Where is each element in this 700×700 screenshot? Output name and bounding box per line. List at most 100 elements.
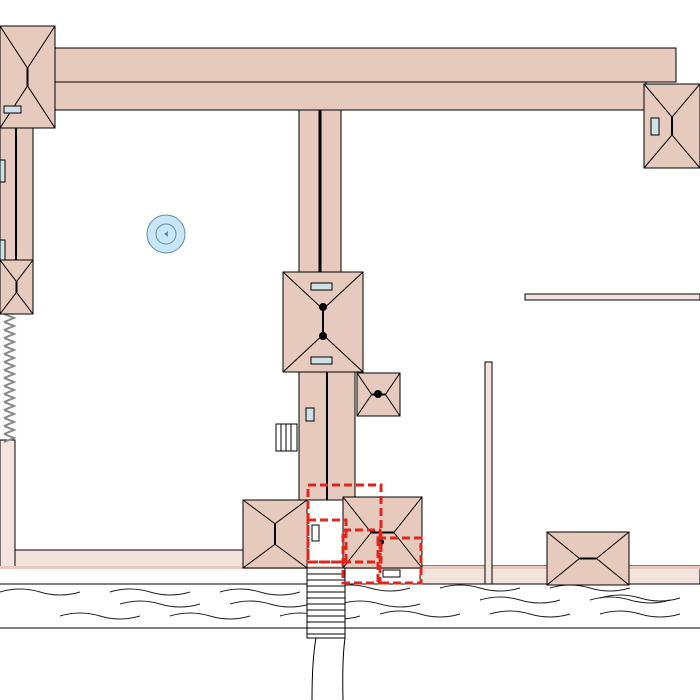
pillar-ridge xyxy=(322,271,364,310)
pillar-ridge xyxy=(546,531,580,559)
pillar-ridge xyxy=(384,372,401,395)
pillar-pin xyxy=(374,390,382,398)
spring-coil xyxy=(3,425,17,435)
wave-line xyxy=(549,584,631,592)
interior-wall-vertical xyxy=(484,361,493,585)
spring-coil xyxy=(3,345,17,355)
pillar-center-large[interactable] xyxy=(282,271,364,373)
spring-coil xyxy=(3,321,17,331)
pillar-ridge xyxy=(282,271,324,310)
top-wall-inner xyxy=(51,81,647,111)
interior-wall-horizontal xyxy=(524,293,700,301)
left-wall-lower xyxy=(0,439,16,569)
wave-line xyxy=(169,612,251,620)
wave-line xyxy=(439,584,521,592)
pillar-bottom-far-right[interactable] xyxy=(546,531,630,586)
spring-coil xyxy=(3,329,17,339)
pillar-ridge xyxy=(342,496,372,533)
spring-coil xyxy=(3,377,17,387)
pillar-ridge xyxy=(596,531,630,559)
pillar-left-wall-end[interactable] xyxy=(0,259,34,315)
circular-target-icon[interactable] xyxy=(146,214,186,254)
top-wall-outer xyxy=(51,47,677,83)
pillar-slot xyxy=(310,356,333,365)
selection-highlights xyxy=(306,483,423,585)
spring-coil xyxy=(3,393,17,403)
water-channel xyxy=(0,583,700,629)
stair-ramp xyxy=(311,637,346,700)
pillar-ridge xyxy=(242,499,276,525)
spring-coil xyxy=(3,385,17,395)
pillar-pin xyxy=(319,332,327,340)
wave-line xyxy=(119,600,201,608)
wave-line xyxy=(339,600,421,608)
pillar-pin xyxy=(319,303,327,311)
pillar-ridge xyxy=(27,25,56,69)
pillar-slot xyxy=(310,282,333,291)
spring-coil xyxy=(3,417,17,427)
wave-line xyxy=(59,612,141,620)
pillar-bottom-left[interactable] xyxy=(242,499,308,569)
wave-line xyxy=(109,588,191,596)
pillar-ridge xyxy=(671,134,700,169)
pillar-ridge xyxy=(0,259,17,283)
pillar-ridge xyxy=(282,334,324,373)
pillar-slot xyxy=(650,117,660,136)
wave-line xyxy=(489,610,571,618)
pillar-ridge xyxy=(356,394,373,417)
spring-coil xyxy=(3,313,17,323)
pillar-ridge xyxy=(596,558,630,586)
wave-line xyxy=(599,594,681,602)
pillar-ridge xyxy=(393,532,423,569)
selection-box xyxy=(306,518,348,564)
pillar-slot xyxy=(3,105,22,114)
pillar-ridge xyxy=(546,558,580,586)
water-waves xyxy=(0,584,681,620)
pillar-ridge xyxy=(16,259,34,283)
pillar-ridge xyxy=(16,291,34,315)
pillar-slot xyxy=(382,569,401,578)
pillar-ridge xyxy=(643,134,673,169)
pillar-ridge xyxy=(643,83,673,118)
spring-coil xyxy=(3,369,17,379)
selection-box xyxy=(341,528,382,585)
pillar-ridge xyxy=(384,394,401,417)
spring-coil xyxy=(3,401,17,411)
spring-coil xyxy=(3,433,17,443)
pillar-ridge xyxy=(274,543,308,569)
left-wall-slot-lower xyxy=(0,239,6,263)
wave-line xyxy=(599,610,681,618)
pillar-ridge xyxy=(242,543,276,569)
wave-line xyxy=(219,588,301,596)
wave-line xyxy=(379,610,461,618)
pillar-top-right[interactable] xyxy=(643,83,700,169)
pillar-ridge xyxy=(671,83,700,118)
corridor-slot xyxy=(305,407,315,422)
marker-center xyxy=(164,231,168,237)
bottom-wall-left xyxy=(14,549,245,569)
pillar-center-small[interactable] xyxy=(356,372,401,417)
coil-spring-icon xyxy=(3,313,17,443)
left-wall-slot-upper xyxy=(0,159,6,183)
staircase-icon xyxy=(306,567,346,700)
pillar-ridge xyxy=(0,291,17,315)
pillar-ridge xyxy=(27,85,56,129)
spring-coil xyxy=(3,409,17,419)
pillar-slot xyxy=(311,524,320,542)
selection-box xyxy=(376,536,423,585)
pillar-ridge xyxy=(274,499,308,525)
spring-coil xyxy=(3,361,17,371)
wave-line xyxy=(0,588,81,596)
stair-treads xyxy=(307,573,345,635)
wave-line xyxy=(479,596,561,604)
pillar-ridge xyxy=(356,372,373,395)
pillar-ridge xyxy=(0,25,28,69)
vent-icon[interactable] xyxy=(275,423,298,452)
pillar-top-left[interactable] xyxy=(0,25,56,129)
wave-line xyxy=(229,600,311,608)
pillar-ridge xyxy=(322,334,364,373)
spring-coil xyxy=(3,337,17,347)
spring-coil xyxy=(3,353,17,363)
pillar-ridge xyxy=(393,496,423,533)
